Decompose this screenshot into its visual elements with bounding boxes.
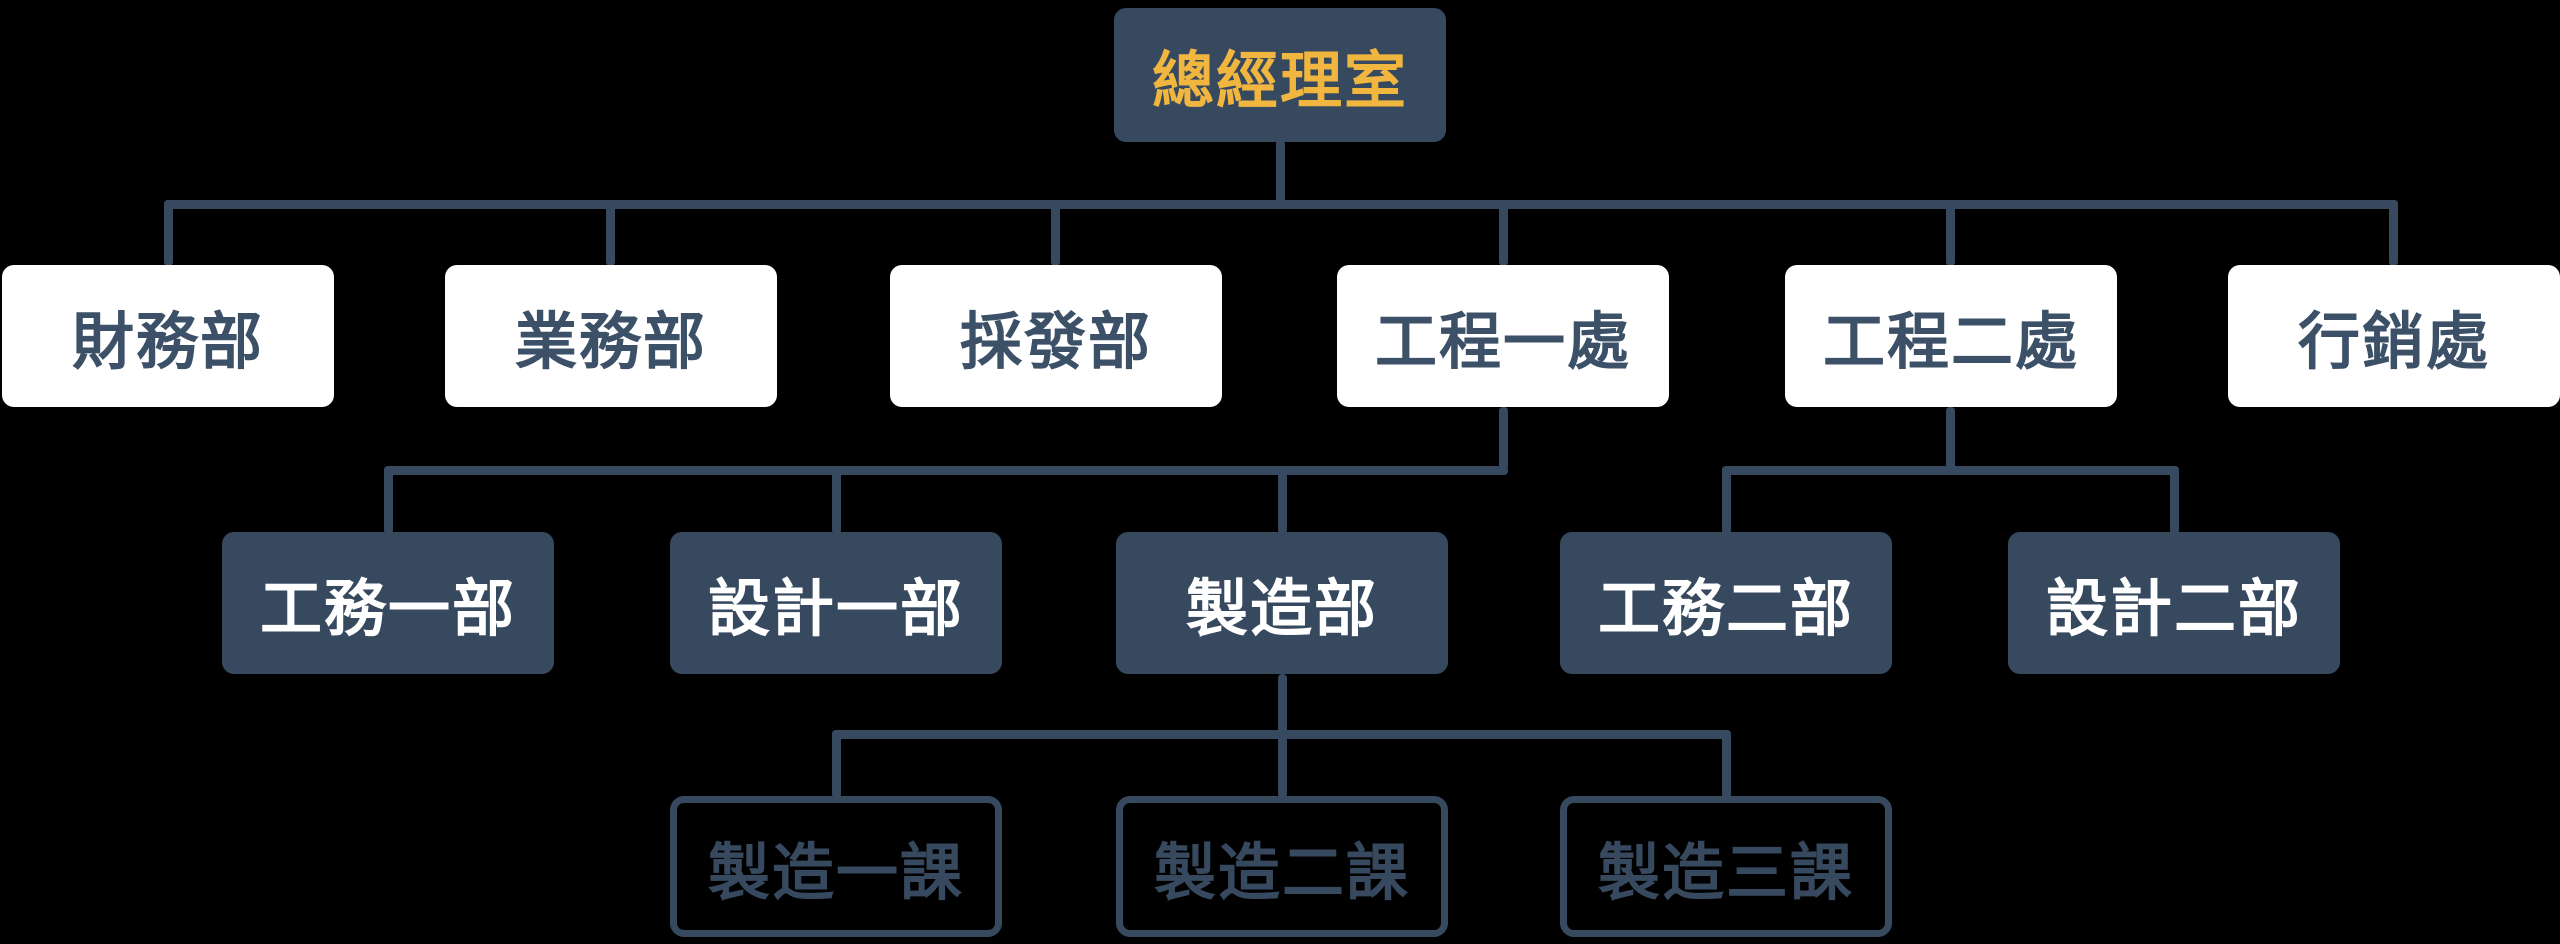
node-marketing-div: 行銷處 — [2228, 265, 2560, 407]
node-engineering-div-2: 工程二處 — [1785, 265, 2117, 407]
node-engineering-div-1: 工程一處 — [1337, 265, 1669, 407]
node-manufacturing-sec-1: 製造一課 — [670, 796, 1002, 937]
connector-drop-manufacturing-sec-2 — [1278, 730, 1287, 798]
connector-drop-manufacturing-sec-3 — [1722, 730, 1731, 798]
node-manufacturing-dept: 製造部 — [1116, 532, 1448, 674]
connector-level1-bus — [164, 200, 2398, 209]
connector-drop-marketing-div — [2389, 200, 2398, 266]
connector-drop-manufacturing-dept — [1278, 466, 1287, 534]
connector-engineering-div-1-trunk — [1499, 407, 1508, 470]
connector-drop-sales-dept — [606, 200, 615, 266]
node-general-manager-office: 總經理室 — [1114, 8, 1446, 142]
node-procurement-dept: 採發部 — [890, 265, 1222, 407]
connector-drop-design-dept-2 — [2170, 466, 2179, 534]
node-finance-dept: 財務部 — [2, 265, 334, 407]
connector-engineering-div-1-bus — [384, 466, 1508, 475]
connector-drop-design-dept-1 — [832, 466, 841, 534]
connector-drop-manufacturing-sec-1 — [832, 730, 841, 798]
connector-engineering-div-2-trunk — [1946, 407, 1955, 470]
connector-drop-works-dept-2 — [1722, 466, 1731, 534]
node-design-dept-1: 設計一部 — [670, 532, 1002, 674]
node-manufacturing-sec-2: 製造二課 — [1116, 796, 1448, 937]
node-manufacturing-sec-3: 製造三課 — [1560, 796, 1892, 937]
connector-root-trunk — [1276, 140, 1285, 204]
node-design-dept-2: 設計二部 — [2008, 532, 2340, 674]
connector-drop-engineering-div-2 — [1946, 200, 1955, 266]
connector-engineering-div-2-bus — [1722, 466, 2179, 475]
connector-manufacturing-dept-trunk — [1278, 674, 1287, 734]
connector-drop-engineering-div-1 — [1499, 200, 1508, 266]
connector-drop-finance-dept — [164, 200, 173, 266]
node-works-dept-1: 工務一部 — [222, 532, 554, 674]
connector-drop-works-dept-1 — [384, 466, 393, 534]
node-sales-dept: 業務部 — [445, 265, 777, 407]
connector-drop-procurement-dept — [1051, 200, 1060, 266]
node-works-dept-2: 工務二部 — [1560, 532, 1892, 674]
